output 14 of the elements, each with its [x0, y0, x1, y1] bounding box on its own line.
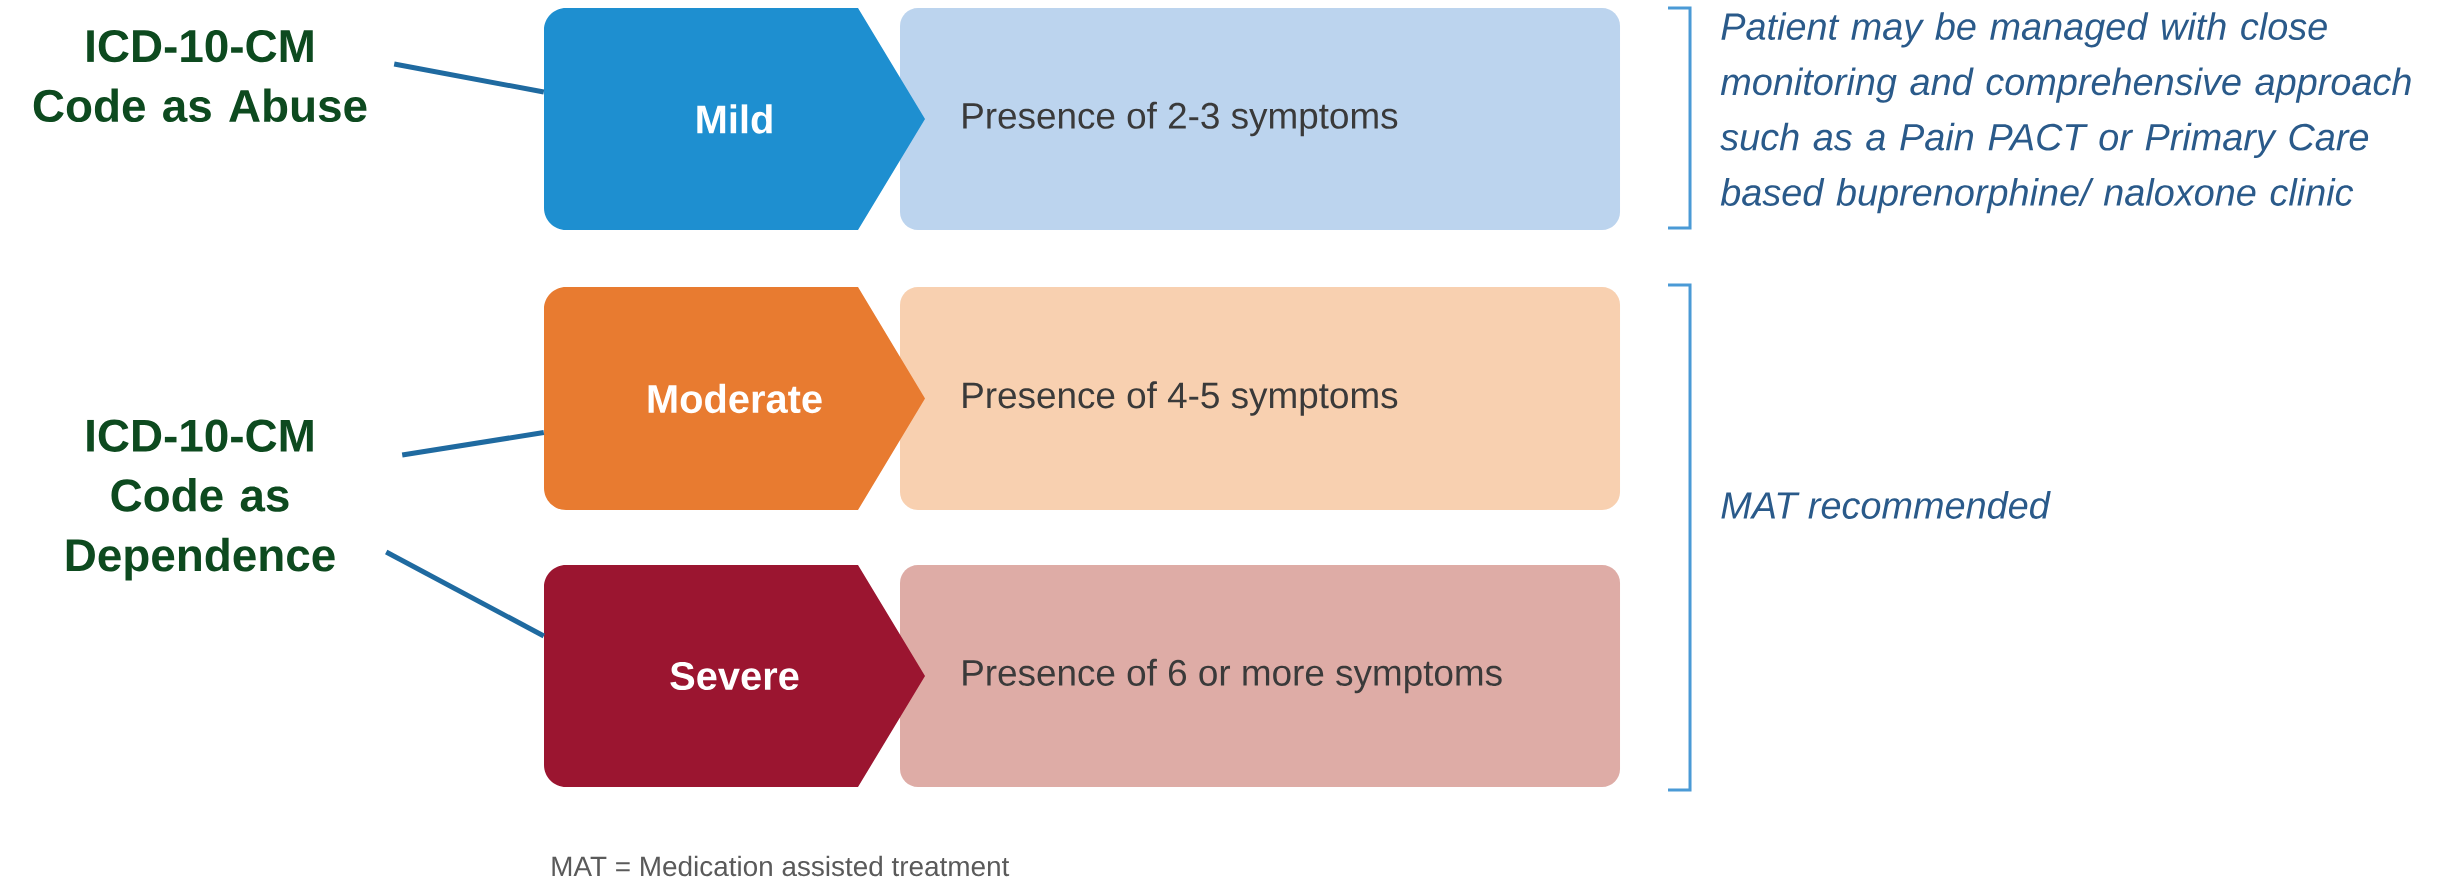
severity-label-box: Moderate — [544, 287, 925, 510]
code-label: ICD-10-CM Code as Dependence — [66, 419, 335, 581]
symptom-box: Presence of 6 or more symptoms — [900, 565, 1620, 787]
symptom-box: Presence of 2-3 symptoms — [900, 8, 1620, 230]
leader-line — [385, 549, 545, 639]
leader-line — [401, 430, 545, 458]
leader-line — [393, 61, 545, 95]
severity-label-box: Severe — [544, 565, 925, 787]
code-label: ICD-10-CM Code as Abuse — [33, 29, 367, 123]
annotation-text: Patient may be managed with close monitoring and comprehensive approach such as a Pain PACT or Primary Care based buprenorphine/ naloxone clinic — [1720, 12, 2411, 214]
symptom-box: Presence of 4-5 symptoms — [900, 287, 1620, 510]
annotation-text: MAT recommended — [1721, 491, 2051, 519]
severity-label-box: Mild — [544, 8, 925, 230]
footnote: MAT = Medication assisted treatment — [552, 855, 1010, 877]
